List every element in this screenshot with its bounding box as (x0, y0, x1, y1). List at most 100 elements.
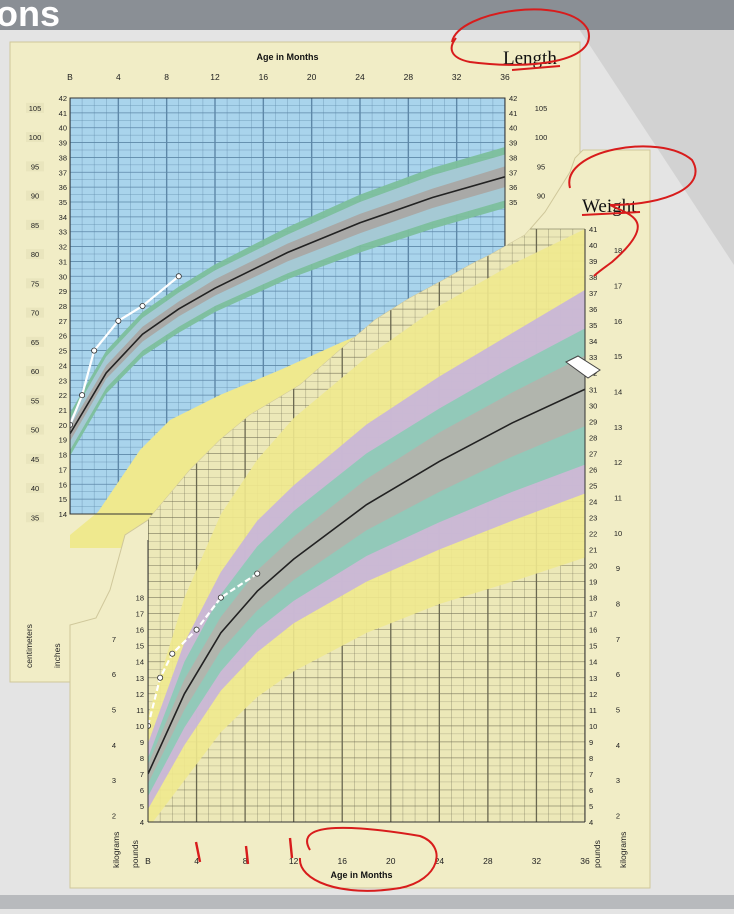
weight-y-tick-pounds-right: 19 (589, 578, 597, 587)
length-x-tick-label: 20 (307, 72, 317, 82)
length-y-tick-inches: 25 (59, 347, 67, 356)
length-y-tick-inches: 38 (59, 153, 67, 162)
weight-y-tick-pounds-right: 10 (589, 722, 597, 731)
length-y-tick-inches: 21 (59, 406, 67, 415)
weight-y-tick-pounds-right: 5 (589, 802, 593, 811)
weight-y-tick-pounds-right: 6 (589, 786, 593, 795)
weight-x-tick-label: 28 (483, 856, 493, 866)
length-circle-annotation (450, 8, 590, 66)
length-y-tick-inches-right: 37 (509, 168, 517, 177)
age-tick-mark-annotation (194, 841, 202, 863)
weight-y-tick-pounds-left: 11 (136, 706, 144, 715)
weight-data-point (254, 570, 261, 577)
weight-y-tick-kg-right: 13 (614, 423, 622, 432)
weight-underline-annotation (581, 211, 641, 216)
weight-y-tick-pounds-left: 17 (136, 610, 144, 619)
weight-y-tick-pounds-right: 34 (589, 337, 597, 346)
length-y-tick-inches: 19 (59, 436, 67, 445)
length-y-tick-inches: 17 (59, 465, 67, 474)
length-y-tick-inches: 18 (59, 451, 67, 460)
length-x-tick-label: 32 (452, 72, 462, 82)
weight-y-tick-kg-right: 4 (616, 741, 620, 750)
length-y-tick-inches: 39 (59, 139, 67, 148)
weight-percentile-band (148, 355, 585, 784)
length-data-point (79, 392, 86, 399)
weight-data-point (148, 722, 151, 729)
length-x-tick-label: 24 (355, 72, 365, 82)
length-cm-tick-bg (26, 249, 44, 260)
length-y-tick-inches: 22 (59, 391, 67, 400)
weight-y-tick-kg-right: 2 (616, 811, 620, 820)
weight-y-tick-kg-right: 6 (616, 670, 620, 679)
weight-y-tick-pounds-right: 14 (589, 658, 597, 667)
length-y-tick-inches: 34 (59, 213, 67, 222)
length-y-tick-cm: 85 (31, 221, 39, 230)
weight-x-tick-label: 20 (386, 856, 396, 866)
weight-y-tick-kg-right: 8 (616, 599, 620, 608)
length-y-tick-cm: 105 (29, 104, 42, 113)
weight-y-tick-kg-right: 14 (614, 387, 622, 396)
weight-data-point (157, 674, 164, 681)
length-cm-tick-bg (26, 161, 44, 172)
length-y-tick-cm-right: 95 (537, 162, 545, 171)
weight-data-point (169, 650, 176, 657)
slide-bottom-bar (0, 895, 734, 909)
weight-y-tick-kg-right: 12 (614, 458, 622, 467)
weight-y-tick-pounds-right: 24 (589, 497, 597, 506)
weight-y-tick-kg-right: 10 (614, 529, 622, 538)
length-x-tick-label: 4 (116, 72, 121, 82)
length-y-tick-inches-right: 38 (509, 153, 517, 162)
weight-y-tick-pounds-left: 4 (140, 818, 144, 827)
weight-y-tick-kg-right: 9 (616, 564, 620, 573)
length-x-tick-label: 36 (500, 72, 510, 82)
age-circle-annotation (298, 826, 438, 892)
length-percentile-band (70, 166, 505, 442)
length-cm-tick-bg (26, 395, 44, 406)
length-y-tick-inches: 40 (59, 124, 67, 133)
length-y-tick-inches: 26 (59, 332, 67, 341)
weight-x-tick-label: 32 (532, 856, 542, 866)
weight-x-tick-label: 16 (337, 856, 347, 866)
length-x-axis-title: Age in Months (257, 52, 319, 62)
length-data-point (91, 347, 98, 354)
weight-y-tick-pounds-right: 28 (589, 433, 597, 442)
length-y-tick-cm: 75 (31, 279, 39, 288)
length-y-tick-cm-right: 100 (535, 133, 548, 142)
weight-y-tick-kg-left: 6 (112, 670, 116, 679)
length-y-tick-cm: 80 (31, 250, 39, 259)
length-y-tick-cm: 50 (31, 426, 39, 435)
length-x-tick-label: 28 (404, 72, 414, 82)
weight-y-tick-pounds-right: 9 (589, 738, 593, 747)
length-y-tick-cm: 70 (31, 309, 39, 318)
weight-y-tick-pounds-right: 25 (589, 481, 597, 490)
weight-y-tick-pounds-right: 41 (589, 225, 597, 234)
length-y-tick-inches: 37 (59, 168, 67, 177)
length-y-tick-inches: 24 (59, 361, 67, 370)
length-x-tick-label: B (67, 72, 73, 82)
length-y-tick-inches: 16 (59, 480, 67, 489)
weight-data-point (193, 626, 200, 633)
weight-y-tick-pounds-right: 17 (589, 610, 597, 619)
length-cm-tick-bg (26, 336, 44, 347)
weight-y-tick-kg-right: 18 (614, 246, 622, 255)
weight-y-tick-pounds-right: 37 (589, 289, 597, 298)
weight-y-tick-pounds-right: 20 (589, 562, 597, 571)
length-data-point (175, 273, 182, 280)
weight-y-tick-pounds-right: 7 (589, 770, 593, 779)
length-y-tick-inches-right: 35 (509, 198, 517, 207)
weight-x-tick-label: B (145, 856, 151, 866)
length-y-tick-cm: 65 (31, 338, 39, 347)
weight-y-tick-kg-right: 15 (614, 352, 622, 361)
weight-y-tick-pounds-left: 15 (136, 642, 144, 651)
slide-title-bar (0, 0, 734, 30)
weight-y-tick-kg-right: 11 (614, 493, 622, 502)
weight-y-tick-pounds-right: 40 (589, 241, 597, 250)
weight-y-tick-pounds-right: 12 (589, 690, 597, 699)
weight-x-axis-title: Age in Months (331, 870, 393, 880)
length-unit-right: inches (52, 643, 62, 668)
weight-x-tick-label: 36 (580, 856, 590, 866)
weight-y-tick-pounds-right: 26 (589, 465, 597, 474)
